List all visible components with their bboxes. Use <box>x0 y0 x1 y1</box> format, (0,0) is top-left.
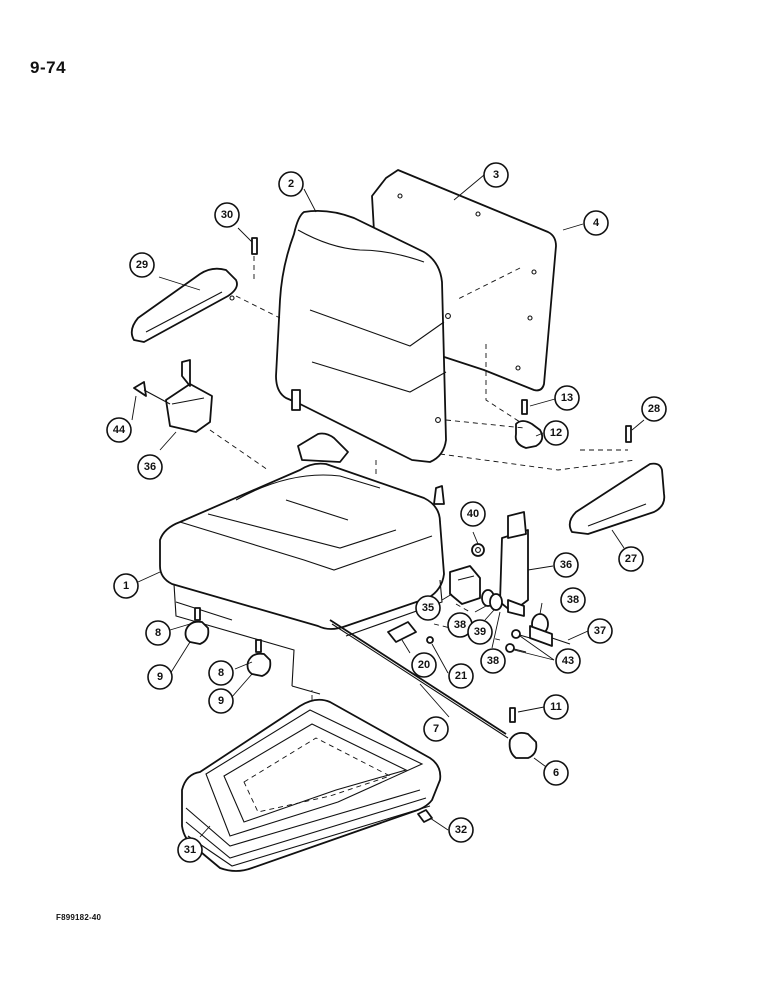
part-nut-40 <box>471 543 485 557</box>
svg-text:35: 35 <box>422 602 434 614</box>
svg-text:21: 21 <box>455 670 467 682</box>
callout-39: 39 <box>467 619 493 645</box>
svg-text:32: 32 <box>455 824 467 836</box>
svg-text:27: 27 <box>625 553 637 565</box>
part-suspension-bellows <box>181 698 442 872</box>
svg-text:43: 43 <box>562 655 574 667</box>
callout-29: 29 <box>129 252 155 278</box>
callout-27: 27 <box>618 546 644 572</box>
callout-38c: 38 <box>480 648 506 674</box>
svg-text:38: 38 <box>454 619 466 631</box>
svg-text:11: 11 <box>550 701 562 713</box>
callout-8b: 8 <box>208 660 234 686</box>
callout-13: 13 <box>554 385 580 411</box>
part-knobs-9 <box>184 607 272 677</box>
part-latch-20 <box>387 621 434 644</box>
part-bolt-37 <box>529 625 571 647</box>
callout-21: 21 <box>448 663 474 689</box>
svg-text:1: 1 <box>123 580 129 592</box>
callout-1: 1 <box>113 573 139 599</box>
callout-9a: 9 <box>147 664 173 690</box>
part-pin-28 <box>625 425 632 443</box>
callout-11: 11 <box>543 694 569 720</box>
svg-text:40: 40 <box>467 508 479 520</box>
callout-6: 6 <box>543 760 569 786</box>
callout-28: 28 <box>641 396 667 422</box>
callout-8a: 8 <box>145 620 171 646</box>
svg-text:38: 38 <box>487 655 499 667</box>
svg-text:8: 8 <box>155 627 161 639</box>
callout-35: 35 <box>415 595 441 621</box>
callout-36b: 36 <box>553 552 579 578</box>
callout-32: 32 <box>448 817 474 843</box>
part-washers <box>481 589 549 635</box>
svg-text:44: 44 <box>113 424 126 436</box>
callout-12: 12 <box>543 420 569 446</box>
callout-20: 20 <box>411 652 437 678</box>
part-right-armrest <box>568 462 666 535</box>
callout-38b: 38 <box>447 612 473 638</box>
svg-text:36: 36 <box>144 461 156 473</box>
svg-text:20: 20 <box>418 659 430 671</box>
part-rod-7 <box>329 619 509 739</box>
part-pin-30 <box>251 237 258 255</box>
callout-4: 4 <box>583 210 609 236</box>
part-bolts-43 <box>505 629 531 653</box>
callout-44: 44 <box>106 417 132 443</box>
svg-text:39: 39 <box>474 626 486 638</box>
svg-text:28: 28 <box>648 403 660 415</box>
part-bracket-35 <box>449 565 481 605</box>
callout-7: 7 <box>423 716 449 742</box>
callout-30: 30 <box>214 202 240 228</box>
callout-40: 40 <box>460 501 486 527</box>
callout-36a: 36 <box>137 454 163 480</box>
svg-text:9: 9 <box>218 695 224 707</box>
part-bolt-44 <box>133 381 171 405</box>
callout-37: 37 <box>587 618 613 644</box>
svg-text:8: 8 <box>218 667 224 679</box>
svg-text:4: 4 <box>593 217 600 229</box>
part-left-armrest <box>130 267 238 343</box>
svg-text:38: 38 <box>567 594 579 606</box>
svg-text:3: 3 <box>493 169 499 181</box>
callout-3: 3 <box>483 162 509 188</box>
part-left-hinge-bracket <box>165 359 213 433</box>
svg-text:2: 2 <box>288 178 294 190</box>
part-seat-cushion <box>159 432 445 695</box>
callout-31: 31 <box>177 837 203 863</box>
callout-38a: 38 <box>560 587 586 613</box>
svg-text:12: 12 <box>550 427 562 439</box>
figure-code: F899182-40 <box>56 913 102 922</box>
part-knob-12 <box>514 399 544 449</box>
callout-2: 2 <box>278 171 304 197</box>
svg-text:9: 9 <box>157 671 163 683</box>
svg-text:37: 37 <box>594 625 606 637</box>
svg-text:6: 6 <box>553 767 559 779</box>
part-seat-back-cushion <box>275 209 451 463</box>
callout-43: 43 <box>555 648 581 674</box>
svg-text:31: 31 <box>184 844 196 856</box>
callout-leaders <box>131 174 645 838</box>
part-right-hinge-bracket <box>499 511 529 617</box>
svg-text:36: 36 <box>560 559 572 571</box>
svg-text:29: 29 <box>136 259 148 271</box>
callout-9b: 9 <box>208 688 234 714</box>
svg-text:30: 30 <box>221 209 233 221</box>
page-number: 9-74 <box>30 58 67 77</box>
part-screw-32 <box>417 809 433 823</box>
part-knob-6 <box>508 707 538 759</box>
svg-text:13: 13 <box>561 392 573 404</box>
svg-text:7: 7 <box>433 723 439 735</box>
